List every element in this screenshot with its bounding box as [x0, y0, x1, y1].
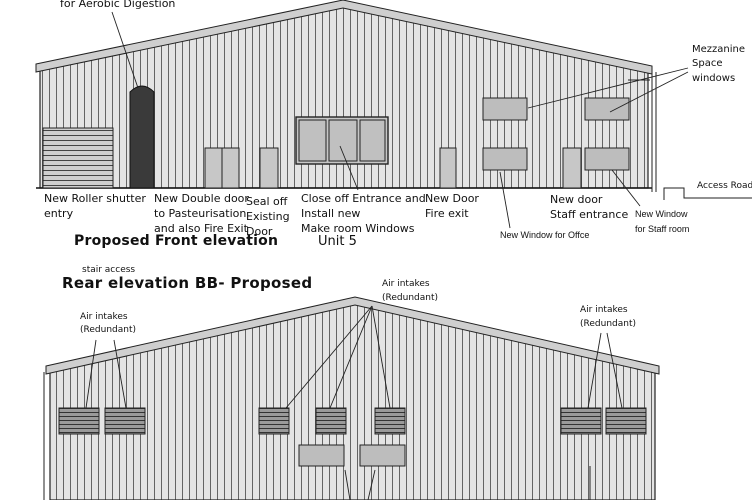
label-roller-1: New Roller shutter — [44, 192, 146, 205]
label-newdoor-2: Fire exit — [425, 207, 469, 220]
louvre-4 — [315, 407, 347, 435]
unit-label: Unit 5 — [318, 234, 357, 249]
label-stair-access: stair access — [82, 265, 136, 275]
label-staff-window-2: for Staff room — [635, 224, 690, 234]
louvre-2 — [104, 407, 146, 435]
louvre-5 — [374, 407, 406, 435]
rear-panel-right — [359, 444, 406, 467]
label-double-3: and also Fire Exit — [154, 222, 248, 235]
label-roller-2: entry — [44, 207, 74, 220]
label-seal-3: Door — [246, 225, 273, 238]
label-office-window: New Window for Offce — [500, 230, 590, 240]
label-double-1: New Double door — [154, 192, 249, 205]
front-leaders — [111, 11, 689, 229]
louvre-1 — [58, 407, 100, 435]
label-close-3: Make room Windows — [301, 222, 415, 235]
label-close-1: Close off Entrance and — [301, 192, 426, 205]
sealed-door — [259, 147, 279, 189]
louvre-7 — [605, 407, 647, 435]
label-mezzanine-2: Space — [692, 58, 723, 69]
label-seal-2: Existing — [246, 210, 290, 223]
rear-panel-left — [298, 444, 345, 467]
label-air-right-2: (Redundant) — [580, 319, 636, 329]
rear-roof-fascia — [45, 296, 660, 375]
mezz-window-right — [584, 97, 630, 121]
label-aerobic: for Aerobic Digestion — [60, 0, 176, 10]
label-air-right-1: Air intakes — [580, 305, 628, 315]
office-window — [482, 147, 528, 171]
aerobic-door — [129, 85, 155, 189]
staff-door — [562, 147, 582, 189]
louvre-6 — [560, 407, 602, 435]
label-access-road: Access Road — [697, 181, 752, 191]
label-mezzanine-3: windows — [692, 73, 736, 84]
front-building — [35, 0, 657, 192]
fire-exit-door — [439, 147, 457, 189]
label-staff-window-1: New Window — [635, 209, 688, 219]
label-close-2: Install new — [301, 207, 361, 220]
rear-building — [43, 296, 660, 500]
label-air-mid-1: Air intakes — [382, 279, 430, 289]
label-seal-1: Seal off — [246, 195, 288, 208]
label-staff-door-2: Staff entrance — [550, 208, 629, 221]
rear-title: Rear elevation BB- Proposed — [62, 274, 313, 292]
rear-wall — [49, 302, 656, 500]
label-double-2: to Pasteurisation — [154, 207, 247, 220]
louvre-3 — [258, 407, 290, 435]
rear-leaders — [85, 305, 623, 500]
mezz-window-left — [482, 97, 528, 121]
label-air-mid-2: (Redundant) — [382, 293, 438, 303]
label-newdoor-1: New Door — [425, 192, 479, 205]
label-air-left-1: Air intakes — [80, 312, 128, 322]
front-title: Proposed Front elevation — [74, 233, 279, 249]
label-staff-door-1: New door — [550, 193, 603, 206]
label-air-left-2: (Redundant) — [80, 325, 136, 335]
label-mezzanine-1: Mezzanine — [692, 44, 746, 55]
staff-window — [584, 147, 630, 171]
access-road-line — [663, 187, 752, 200]
roller-shutter — [42, 127, 114, 189]
